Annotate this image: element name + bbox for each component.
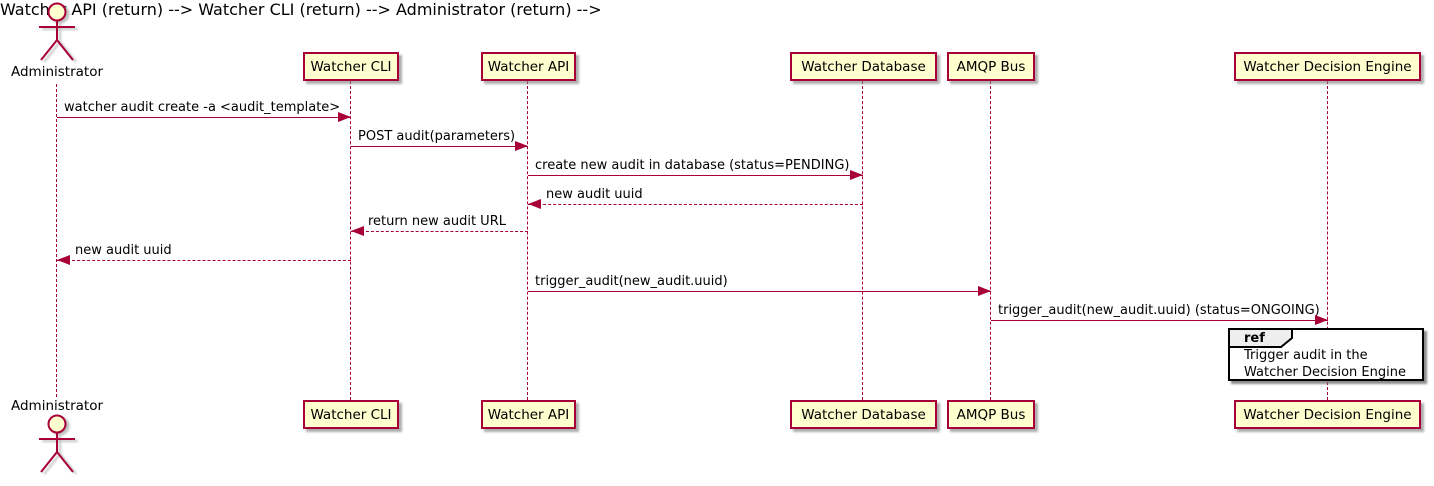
ref-keyword: ref — [1244, 331, 1265, 346]
message-label-2: POST audit(parameters) — [358, 129, 516, 144]
participant-watcher-api-bottom: Watcher API — [481, 400, 576, 429]
message-label-7: trigger_audit(new_audit.uuid) — [535, 274, 728, 289]
message-label-3: create new audit in database (status=PEN… — [535, 158, 850, 173]
arrowhead-icon — [57, 255, 70, 265]
lifeline-watcher-cli — [350, 81, 351, 400]
lifeline-amqp-bus — [990, 81, 991, 400]
arrowhead-icon — [1315, 315, 1328, 325]
participant-watcher-cli-top: Watcher CLI — [303, 52, 399, 81]
ref-tab — [1228, 328, 1293, 348]
message-line-6 — [57, 260, 351, 261]
participant-watcher-api-top: Watcher API — [481, 52, 576, 81]
lifeline-watcher-database — [862, 81, 863, 400]
message-label-1: watcher audit create -a <audit_template> — [64, 100, 341, 115]
message-line-4 — [528, 204, 863, 205]
message-label-6: new audit uuid — [75, 243, 172, 258]
participant-watcher-decision-engine-bottom: Watcher Decision Engine — [1234, 400, 1421, 429]
message-line-7 — [528, 291, 991, 292]
arrowhead-icon — [978, 286, 991, 296]
message-line-2 — [351, 146, 528, 147]
arrowhead-icon — [528, 199, 541, 209]
message-line-5 — [351, 231, 528, 232]
ref-text-line-1: Trigger audit in the — [1244, 348, 1368, 363]
arrowhead-icon — [850, 170, 863, 180]
arrowhead-icon — [351, 226, 364, 236]
arrowhead-icon — [515, 141, 528, 151]
participant-amqp-bus-bottom: AMQP Bus — [947, 400, 1035, 429]
participant-watcher-decision-engine-top: Watcher Decision Engine — [1234, 52, 1421, 81]
message-label-4: new audit uuid — [546, 187, 643, 202]
arrowhead-icon — [338, 112, 351, 122]
actor-icon — [39, 2, 75, 61]
ref-text-line-2: Watcher Decision Engine — [1244, 365, 1406, 380]
participant-watcher-database-top: Watcher Database — [790, 52, 937, 81]
lifeline-watcher-decision-engine — [1327, 81, 1328, 400]
ref-fragment: ref Trigger audit in the Watcher Decisio… — [1228, 328, 1424, 381]
message-line-8 — [991, 320, 1328, 321]
lifeline-administrator — [56, 84, 57, 397]
actor-label-administrator-top: Administrator — [10, 64, 104, 80]
participant-amqp-bus-top: AMQP Bus — [947, 52, 1035, 81]
message-label-8: trigger_audit(new_audit.uuid) (status=ON… — [998, 303, 1320, 318]
participant-watcher-cli-bottom: Watcher CLI — [303, 400, 399, 429]
actor-icon — [39, 414, 75, 473]
lifeline-watcher-api — [527, 81, 528, 400]
message-line-1 — [57, 117, 351, 118]
actor-label-administrator-bottom: Administrator — [10, 398, 104, 414]
ref-body: Trigger audit in the Watcher Decision En… — [1244, 347, 1416, 381]
message-label-5: return new audit URL — [368, 214, 506, 229]
message-line-3 — [528, 175, 863, 176]
participant-watcher-database-bottom: Watcher Database — [790, 400, 937, 429]
